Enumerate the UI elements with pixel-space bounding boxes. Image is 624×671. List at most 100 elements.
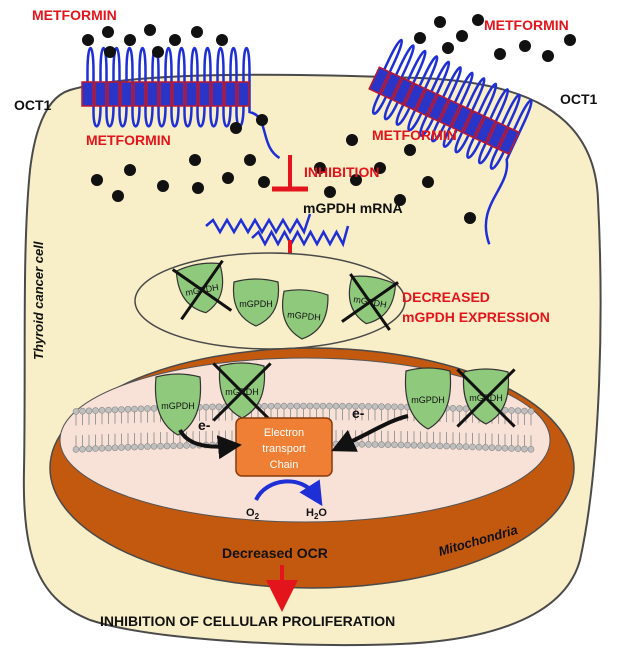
transmembrane-helix [438, 99, 461, 128]
oct1-transporter-right [368, 38, 533, 245]
metformin-molecule [456, 30, 468, 42]
transmembrane-helix [474, 115, 497, 145]
metformin-molecule [124, 34, 136, 46]
electron-label-left: e- [198, 417, 211, 433]
transmembrane-helix [237, 81, 250, 107]
mgpdh-label: mGPDH [239, 299, 273, 309]
metformin-molecule [422, 176, 434, 188]
metformin-molecule [442, 42, 454, 54]
mgpdh-enzyme-inhibited: mGPDH [456, 368, 516, 428]
metformin-label-inside-right: METFORMIN [372, 127, 457, 143]
metformin-molecule [169, 34, 181, 46]
metformin-molecule [564, 34, 576, 46]
metformin-molecule [324, 186, 336, 198]
metformin-molecule [244, 154, 256, 166]
mgpdh-label: mGPDH [411, 395, 445, 405]
electron-arrow-left [178, 428, 242, 460]
oxygen-to-water-arrow [254, 479, 323, 507]
oct1-transporter-left [81, 47, 281, 160]
transmembrane-helix [379, 71, 403, 101]
transmembrane-helix [94, 81, 107, 107]
mgpdh-enzyme-inhibited: mGPDH [212, 362, 272, 422]
mgpdh-label: mGPDH [287, 310, 321, 323]
metformin-molecule [222, 172, 234, 184]
metformin-molecule [189, 154, 201, 166]
transmembrane-helix [427, 93, 450, 123]
transmembrane-helix [185, 81, 198, 107]
mgpdh-enzyme: mGPDH [404, 367, 452, 430]
metformin-molecule [350, 174, 362, 186]
oct1-label-left: OCT1 [14, 97, 52, 113]
mgpdh-mrna-strand-1 [205, 213, 312, 236]
inhibition-cross [180, 259, 224, 321]
metformin-molecule [112, 190, 124, 202]
inhibition-cross [212, 362, 272, 422]
decreased-expression-label-line1: DECREASED [402, 289, 490, 305]
transmembrane-helix [403, 82, 426, 112]
metformin-molecule [192, 182, 204, 194]
metformin-molecule [91, 174, 103, 186]
electron-arrow-right [331, 414, 409, 452]
transmembrane-helix [391, 77, 414, 106]
metformin-molecule [464, 212, 476, 224]
metformin-molecule [102, 26, 114, 38]
transmembrane-helix [133, 81, 146, 107]
metformin-molecule [152, 46, 164, 58]
metformin-molecule [216, 34, 228, 46]
thyroid-cancer-cell-label: Thyroid cancer cell [31, 241, 46, 360]
conclusion-label: INHIBITION OF CELLULAR PROLIFERATION [100, 613, 395, 629]
oxygen-label: O2 [246, 507, 260, 521]
metformin-molecule [542, 50, 554, 62]
inhibition-cross [456, 368, 516, 428]
mgpdh-enzyme-inhibited: mGPDH [171, 259, 233, 321]
transmembrane-helix [497, 126, 520, 156]
metformin-molecule [256, 114, 268, 126]
metformin-molecules [82, 14, 576, 224]
inhibition-cross [341, 281, 399, 323]
decreased-ocr-label: Decreased OCR [222, 545, 328, 561]
transmembrane-helix [146, 81, 159, 107]
mgpdh-enzyme-inhibited: mGPDH [341, 273, 399, 331]
mgpdh-label: mGPDH [161, 401, 195, 411]
metformin-label-inside-left: METFORMIN [86, 132, 171, 148]
metformin-molecule [434, 16, 446, 28]
etc-label-line3: Chain [270, 459, 299, 471]
metformin-molecule [404, 144, 416, 156]
metformin-molecule [494, 48, 506, 60]
metformin-molecule [191, 26, 203, 38]
mgpdh-enzyme: mGPDH [281, 289, 329, 340]
metformin-molecule [472, 14, 484, 26]
transmembrane-helix [450, 104, 473, 134]
metformin-molecule [346, 134, 358, 146]
metformin-molecule [124, 164, 136, 176]
transmembrane-helix [198, 81, 211, 107]
mgpdh-enzyme: mGPDH [154, 373, 202, 436]
metformin-molecule [104, 46, 116, 58]
inhibition-symbol [272, 155, 308, 192]
mgpdh-enzyme: mGPDH [232, 278, 280, 327]
metformin-molecule [414, 32, 426, 44]
transmembrane-helix [81, 81, 94, 107]
transmembrane-helix [415, 88, 438, 117]
metformin-molecule [374, 162, 386, 174]
transmembrane-helix [486, 121, 509, 150]
metformin-molecule [82, 34, 94, 46]
etc-label-line1: Electron [264, 427, 304, 439]
transmembrane-helix [159, 81, 172, 107]
etc-label-line2: transport [262, 443, 305, 455]
mitochondrial-mgpdh-enzymes: mGPDH mGPDH mGPDH mGPDH [154, 362, 516, 436]
transmembrane-helix [172, 81, 185, 107]
oct1-label-right: OCT1 [560, 91, 598, 107]
transmembrane-helix [107, 81, 120, 107]
metformin-molecule [144, 24, 156, 36]
transmembrane-helix [368, 66, 391, 95]
metformin-molecule [314, 162, 326, 174]
metformin-molecule [157, 180, 169, 192]
transmembrane-helix [120, 81, 133, 107]
transmembrane-helix [224, 81, 237, 107]
mgpdh-mrna-strand-2 [251, 225, 350, 248]
inhibition-label: INHIBITION [304, 164, 379, 180]
transmembrane-helix [462, 110, 485, 139]
cytosolic-mgpdh-enzymes: mGPDH mGPDH mGPDH mGPDH [171, 259, 399, 340]
